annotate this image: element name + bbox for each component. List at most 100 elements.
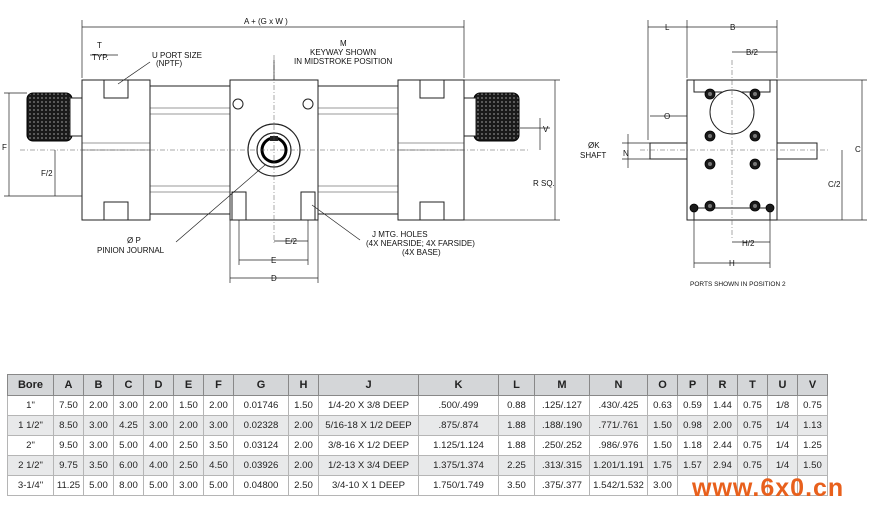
table-cell: .313/.315 [534,455,590,476]
technical-drawing: A + (G x W ) T TYP. U PORT SIZE (NPTF) M… [2,17,867,288]
table-cell: 0.01746 [233,395,289,416]
table-cell: 1.18 [677,435,708,456]
column-header: F [203,374,234,396]
dim-m-sub1-label: KEYWAY SHOWN [310,48,376,57]
column-header: M [534,374,590,396]
table-cell: .986/.976 [589,435,648,456]
dim-c2-label: C/2 [828,180,841,189]
table-cell: .125/.127 [534,395,590,416]
dim-h2-label: H/2 [742,239,755,248]
table-cell: 3/4-10 X 1 DEEP [318,475,419,496]
column-header: J [318,374,419,396]
table-cell: 7.50 [53,395,84,416]
ports-note: PORTS SHOWN IN POSITION 2 [690,281,786,288]
table-cell: 9.50 [53,435,84,456]
column-header: K [418,374,499,396]
table-cell: 1/4 [767,435,798,456]
table-cell: 0.75 [737,395,768,416]
table-cell: 1.125/1.124 [418,435,499,456]
table-cell: 0.63 [647,395,678,416]
table-cell: 2.25 [498,455,535,476]
table-cell: 2.00 [288,455,319,476]
table-cell: 8.00 [113,475,144,496]
dim-h-label: H [729,259,735,268]
dim-p-label: Ø P [127,236,141,245]
table-cell: 9.75 [53,455,84,476]
watermark: www.6x0.cn [692,474,845,502]
column-header: E [173,374,204,396]
column-header: V [797,374,828,396]
column-header: N [589,374,648,396]
table-cell: .875/.874 [418,415,499,436]
dim-e2-label: E/2 [285,237,298,246]
table-cell: 3.00 [647,475,678,496]
table-cell: 5.00 [83,475,114,496]
side-view: L B B/2 O ØK SHAFT N C C/2 H/2 H [580,20,867,288]
table-cell: 2.44 [707,435,738,456]
dim-d-label: D [271,274,277,283]
table-cell: .250/.252 [534,435,590,456]
table-cell: 2.50 [173,435,204,456]
dim-j-label: J MTG. HOLES [372,230,428,239]
table-cell: 0.75 [737,415,768,436]
table-cell: 1.50 [797,455,828,476]
table-cell: 2.94 [707,455,738,476]
dim-j-sub1-label: (4X NEARSIDE; 4X FARSIDE) [366,239,475,248]
table-cell: 3.00 [203,415,234,436]
table-cell: 5.00 [203,475,234,496]
dim-v-label: V [543,125,549,134]
table-cell: 4.50 [203,455,234,476]
table-cell: 2" [7,435,54,456]
column-header: U [767,374,798,396]
table-cell: 3.00 [83,435,114,456]
dim-t-label: T [97,41,102,50]
dim-t-typ-label: TYP. [92,53,109,62]
table-cell: 3.00 [83,415,114,436]
dim-c-label: C [855,145,861,154]
dim-u-label: U PORT SIZE [152,51,202,60]
dim-e-label: E [271,256,276,265]
output-shaft [649,142,688,160]
table-cell: 1.50 [647,435,678,456]
table-cell: 5.00 [143,475,174,496]
table-cell: 5.00 [113,435,144,456]
table-cell: 1/4 [767,455,798,476]
table-cell: 0.75 [737,435,768,456]
column-header: O [647,374,678,396]
table-cell: 1.25 [797,435,828,456]
table-cell: 2.00 [83,395,114,416]
left-knurled-cap [26,92,73,142]
table-cell: 1.750/1.749 [418,475,499,496]
front-view: A + (G x W ) T TYP. U PORT SIZE (NPTF) M… [2,17,560,283]
column-header: R [707,374,738,396]
table-cell: 1" [7,395,54,416]
table-cell: 0.03124 [233,435,289,456]
table-cell: 3/8-16 X 1/2 DEEP [318,435,419,456]
dim-j-sub2-label: (4X BASE) [402,248,441,257]
table-cell: 8.50 [53,415,84,436]
table-cell: 2 1/2" [7,455,54,476]
table-cell: .500/.499 [418,395,499,416]
table-cell: 0.59 [677,395,708,416]
dim-f-label: F [2,143,7,152]
table-cell: 3.50 [83,455,114,476]
table-cell: 1.88 [498,415,535,436]
table-cell: 5/16-18 X 1/2 DEEP [318,415,419,436]
table-cell: 0.98 [677,415,708,436]
table-cell: 1/4 [767,415,798,436]
table-cell: 1/2-13 X 3/4 DEEP [318,455,419,476]
column-header: A [53,374,84,396]
table-cell: .188/.190 [534,415,590,436]
table-cell: 2.00 [288,415,319,436]
table-cell: 0.75 [797,395,828,416]
dim-f2-label: F/2 [41,169,53,178]
dim-n-label: N [623,149,629,158]
dim-b2-label: B/2 [746,48,759,57]
column-header: P [677,374,708,396]
table-cell: 2.00 [288,435,319,456]
